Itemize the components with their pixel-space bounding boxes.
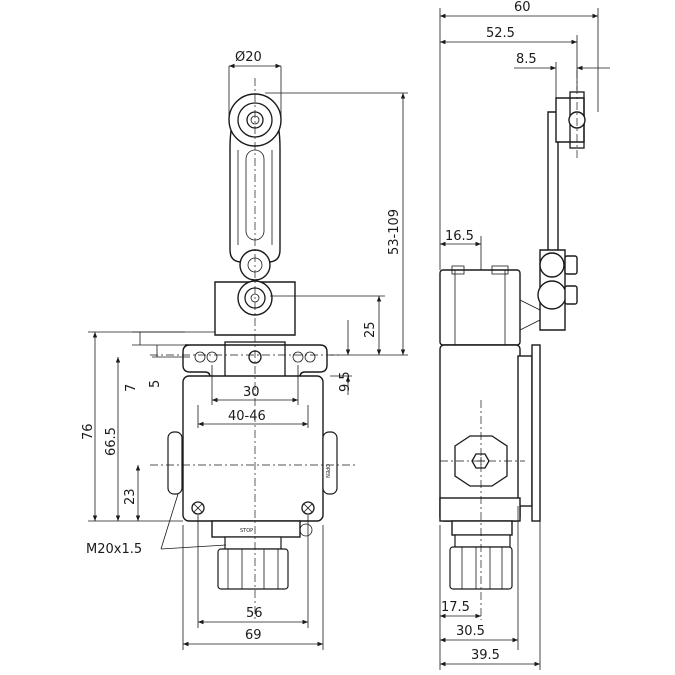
side-view: 60 52.5 8.5 16.5 17.5 [439, 0, 610, 670]
thread-label: M20x1.5 [86, 542, 142, 557]
side-lever [519, 91, 586, 331]
dim-25: 25 [270, 295, 385, 355]
housing: OPEN [167, 375, 338, 522]
dim-label-height-range: 53-109 [387, 209, 402, 255]
dim-76: 76 [81, 331, 215, 522]
dim-label-16-5: 16.5 [445, 229, 474, 244]
dim-16-5: 16.5 [440, 229, 482, 270]
side-housing [439, 344, 541, 536]
dim-40-46: 40-46 [197, 405, 309, 428]
bottom-plate: STOP [211, 520, 313, 538]
dim-30: 30 [211, 365, 299, 405]
dim-label-5: 5 [148, 380, 163, 388]
dim-height-range: 53-109 [265, 92, 408, 356]
dim-label-25: 25 [363, 321, 378, 338]
dim-label-76: 76 [81, 423, 96, 440]
dim-label-23: 23 [123, 488, 138, 505]
dim-17-5: 17.5 [439, 525, 481, 670]
dim-label-30-5: 30.5 [456, 624, 485, 639]
dim-label-roller-diameter: Ø20 [235, 50, 262, 65]
dim-label-30: 30 [243, 385, 260, 400]
thread-callout: M20x1.5 [86, 493, 227, 557]
cable-gland-side [449, 534, 513, 590]
dim-label-69: 69 [245, 628, 262, 643]
front-view: OPEN STOP Ø20 [81, 50, 408, 650]
dim-label-8-5: 8.5 [516, 52, 537, 67]
side-centerlines [440, 70, 578, 620]
dim-8-5: 8.5 [514, 52, 610, 110]
dim-56: 56 [197, 515, 309, 628]
dim-label-56: 56 [246, 606, 263, 621]
dim-label-39-5: 39.5 [471, 648, 500, 663]
dim-label-60: 60 [514, 0, 531, 15]
side-upper-block [439, 265, 521, 346]
dim-label-7: 7 [124, 384, 139, 392]
plate-marking: STOP [240, 528, 253, 534]
dim-23: 23 [123, 465, 141, 521]
dim-66-5: 66.5 [104, 357, 121, 521]
front-centerlines [150, 78, 355, 620]
dim-69: 69 [182, 525, 324, 650]
dim-30-5: 30.5 [440, 506, 519, 650]
dim-label-9-5: 9.5 [338, 371, 353, 392]
cable-gland-front [217, 536, 289, 590]
dim-9-5: 9.5 [330, 320, 353, 395]
dim-60: 60 [439, 0, 599, 270]
dim-label-17-5: 17.5 [441, 600, 470, 615]
dim-39-5: 39.5 [440, 521, 541, 670]
dim-label-40-46: 40-46 [228, 409, 266, 424]
dim-label-52-5: 52.5 [486, 26, 515, 41]
dim-roller-diameter: Ø20 [228, 50, 282, 118]
dim-52-5: 52.5 [440, 26, 578, 90]
dim-label-66-5: 66.5 [104, 427, 119, 456]
side-marking: OPEN [324, 464, 330, 478]
dim-5: 5 [148, 345, 190, 388]
